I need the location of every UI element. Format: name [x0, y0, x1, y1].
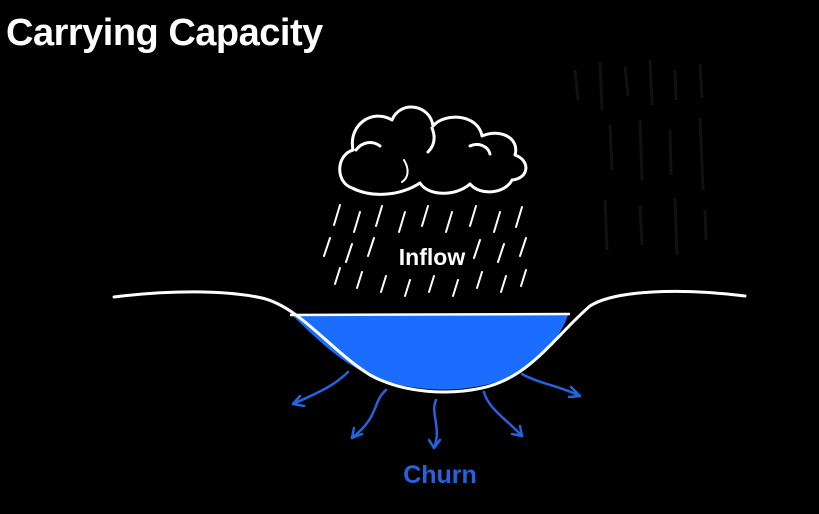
churn-arrows [291, 370, 582, 450]
rain-cloud-icon [338, 105, 528, 196]
churn-label: Churn [403, 461, 477, 489]
churn-arrow-far-right [520, 372, 582, 399]
ground-line [112, 289, 747, 394]
churn-arrow-far-left [291, 370, 350, 408]
slide-title: Carrying Capacity [6, 12, 323, 54]
water-surface [289, 312, 571, 317]
churn-arrow-right [482, 390, 524, 438]
churn-arrow-center [427, 398, 442, 450]
inflow-label: Inflow [399, 244, 466, 270]
water-fill [292, 315, 568, 390]
faded-background-sketch [573, 59, 708, 256]
churn-arrow-left [350, 388, 388, 440]
rain-drops [323, 204, 527, 297]
